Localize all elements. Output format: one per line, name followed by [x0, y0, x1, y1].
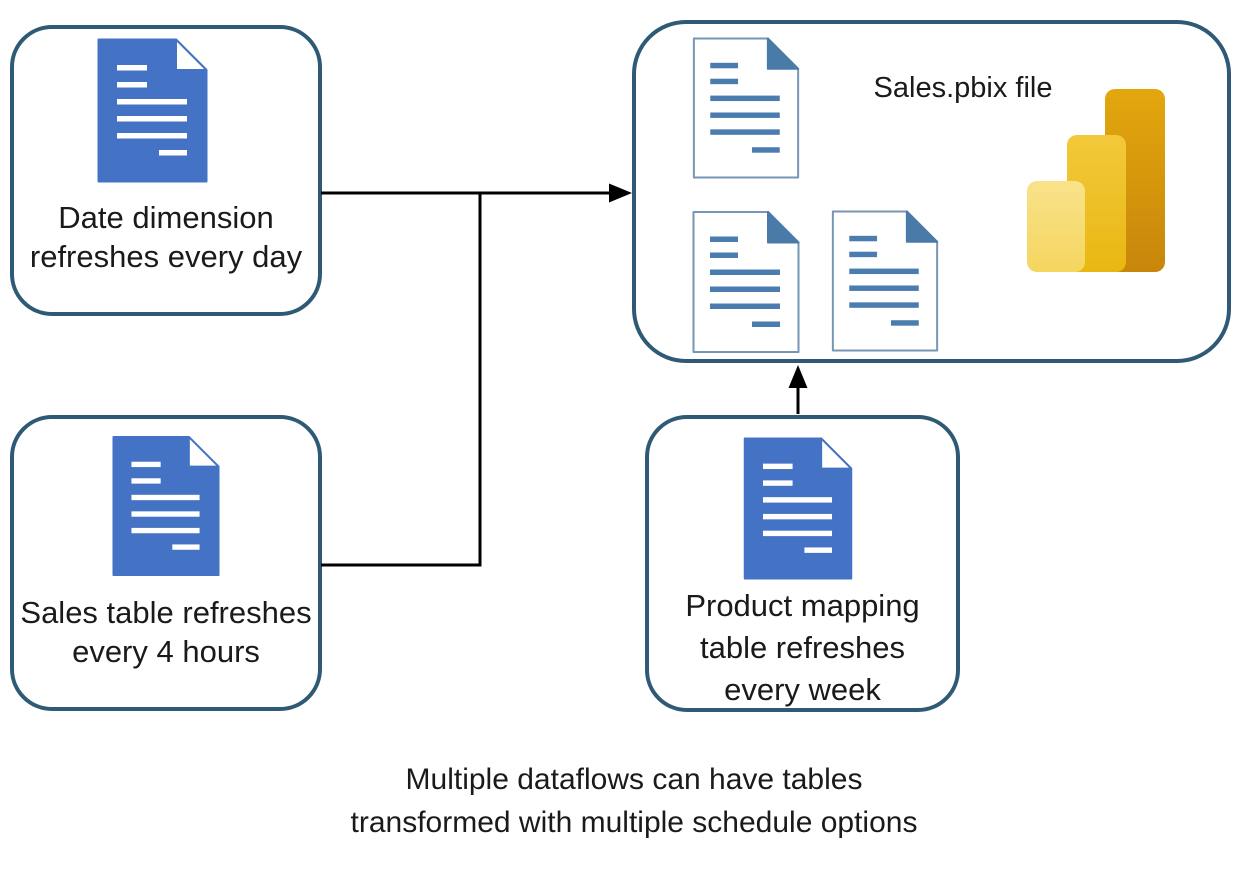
node-label: Sales table refreshes every 4 hours — [14, 593, 318, 671]
dataflow-document-icon — [112, 435, 220, 577]
node-product-mapping-dataflow: Product mapping table refreshes every we… — [645, 415, 960, 712]
caption-line: transformed with multiple schedule optio… — [350, 806, 918, 839]
label-line: Sales table refreshes — [20, 595, 312, 630]
node-date-dimension-dataflow: Date dimension refreshes every day — [10, 25, 322, 316]
node-label: Product mapping table refreshes every we… — [649, 585, 956, 711]
diagram-caption: Multiple dataflows can have tables trans… — [180, 758, 1088, 844]
arrowhead-up-icon — [788, 365, 808, 388]
powerbi-bar-short — [1027, 181, 1085, 272]
table-document-icon — [831, 210, 939, 352]
node-label: Date dimension refreshes every day — [14, 198, 318, 276]
label-line: Date dimension — [58, 200, 274, 235]
node-sales-pbix-file: Sales.pbix file — [632, 20, 1231, 363]
label-line: table refreshes — [699, 630, 906, 665]
pbix-file-title: Sales.pbix file — [873, 72, 1053, 104]
label-line: every 4 hours — [72, 634, 260, 669]
dataflow-document-icon — [743, 437, 853, 580]
caption-line: Multiple dataflows can have tables — [405, 763, 863, 796]
arrowhead-right-icon — [609, 183, 632, 203]
label-line: refreshes every day — [29, 239, 303, 274]
label-line: Product mapping — [685, 588, 920, 623]
node-sales-table-dataflow: Sales table refreshes every 4 hours — [10, 415, 322, 711]
label-line: every week — [724, 672, 881, 707]
table-document-icon — [692, 211, 800, 353]
power-bi-logo-icon — [1021, 84, 1176, 279]
table-document-icon — [692, 37, 800, 179]
dataflow-document-icon — [97, 38, 208, 183]
